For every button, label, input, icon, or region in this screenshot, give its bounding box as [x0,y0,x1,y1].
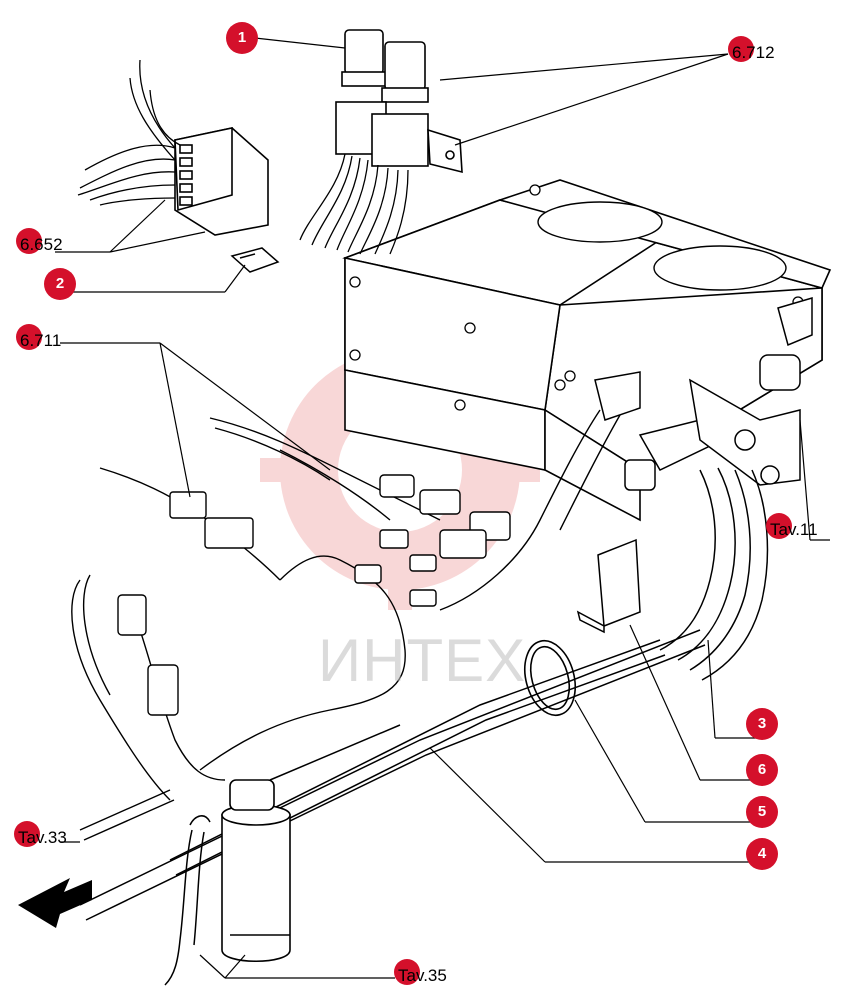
callout-3: 3 [746,708,778,740]
callout-2: 2 [44,268,76,300]
drier-pipe [164,815,211,986]
direction-arrow [18,878,92,928]
ref-tav11: Tav.11 [766,513,818,540]
wiring-harness [99,409,621,771]
watermark-text: ИНТЕХ [318,627,527,694]
mounting-brackets [594,296,813,421]
valve-fittings [624,354,801,491]
ref-6711: 6.711 [16,324,61,351]
callout-5: 5 [746,796,778,828]
hoses [659,467,769,681]
callout-4: 4 [746,838,778,870]
callout-6: 6 [746,754,778,786]
box-screws [349,184,804,411]
relay-wires [299,153,409,255]
ref-6712: 6.712 [728,36,775,63]
harness-connectors [169,474,511,607]
connector-wires [77,59,181,206]
ref-6652: 6.652 [16,228,63,255]
pipe-clamp [524,639,576,717]
box-openings [537,201,787,291]
connector-block [174,127,269,236]
fuse [230,247,280,273]
ref-tav35: Tav.35 [394,959,447,986]
relay-1 [335,29,463,174]
left-cables [71,574,226,841]
receiver-drier [221,779,291,963]
plate-bracket [576,538,641,634]
left-connectors [117,594,179,716]
leader-lines [55,37,830,979]
callout-1: 1 [226,22,258,54]
ref-tav33: Tav.33 [14,821,67,848]
